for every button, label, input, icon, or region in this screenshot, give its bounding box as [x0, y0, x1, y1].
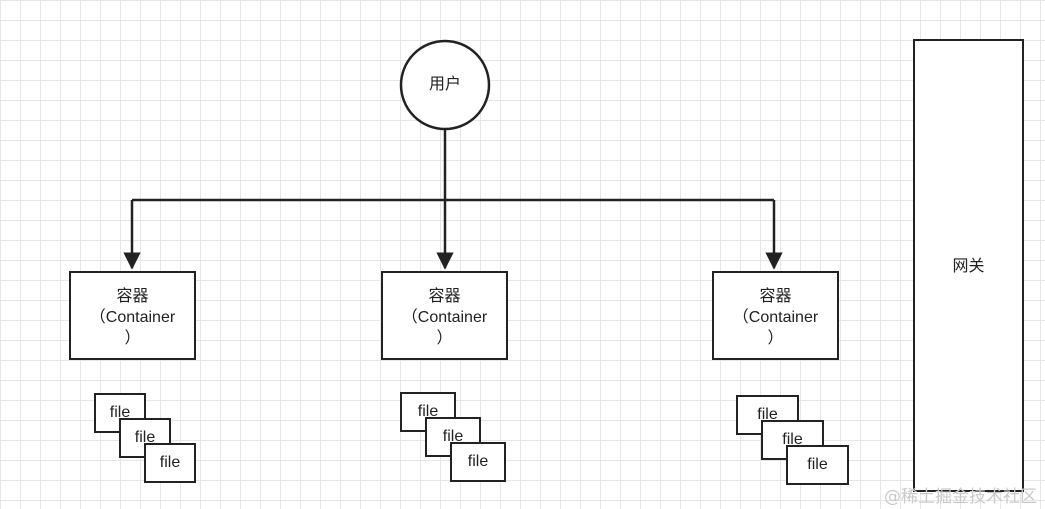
file-node[interactable]: file [144, 443, 196, 483]
file-node[interactable]: file [786, 445, 849, 485]
container-node[interactable]: 容器 （Container ） [381, 271, 508, 360]
gateway-node[interactable]: 网关 [913, 39, 1024, 492]
user-node-shape[interactable] [399, 39, 491, 131]
container-label-line3: ） [767, 330, 784, 347]
container-label-line3: ） [124, 330, 141, 347]
container-label-line2: （Container [401, 309, 488, 326]
user-node-label: 用户 [428, 76, 461, 93]
container-node[interactable]: 容器 （Container ） [69, 271, 196, 360]
container-label-line1: 容器 [116, 288, 149, 305]
file-node[interactable]: file [450, 442, 506, 482]
container-label-line2: （Container [732, 309, 819, 326]
container-node[interactable]: 容器 （Container ） [712, 271, 839, 360]
container-label-line2: （Container [89, 309, 176, 326]
watermark: @稀土掘金技术社区 [884, 487, 1037, 507]
gateway-label: 网关 [952, 258, 985, 275]
container-label-line1: 容器 [759, 288, 792, 305]
container-label-line1: 容器 [428, 288, 461, 305]
container-label-line3: ） [436, 330, 453, 347]
